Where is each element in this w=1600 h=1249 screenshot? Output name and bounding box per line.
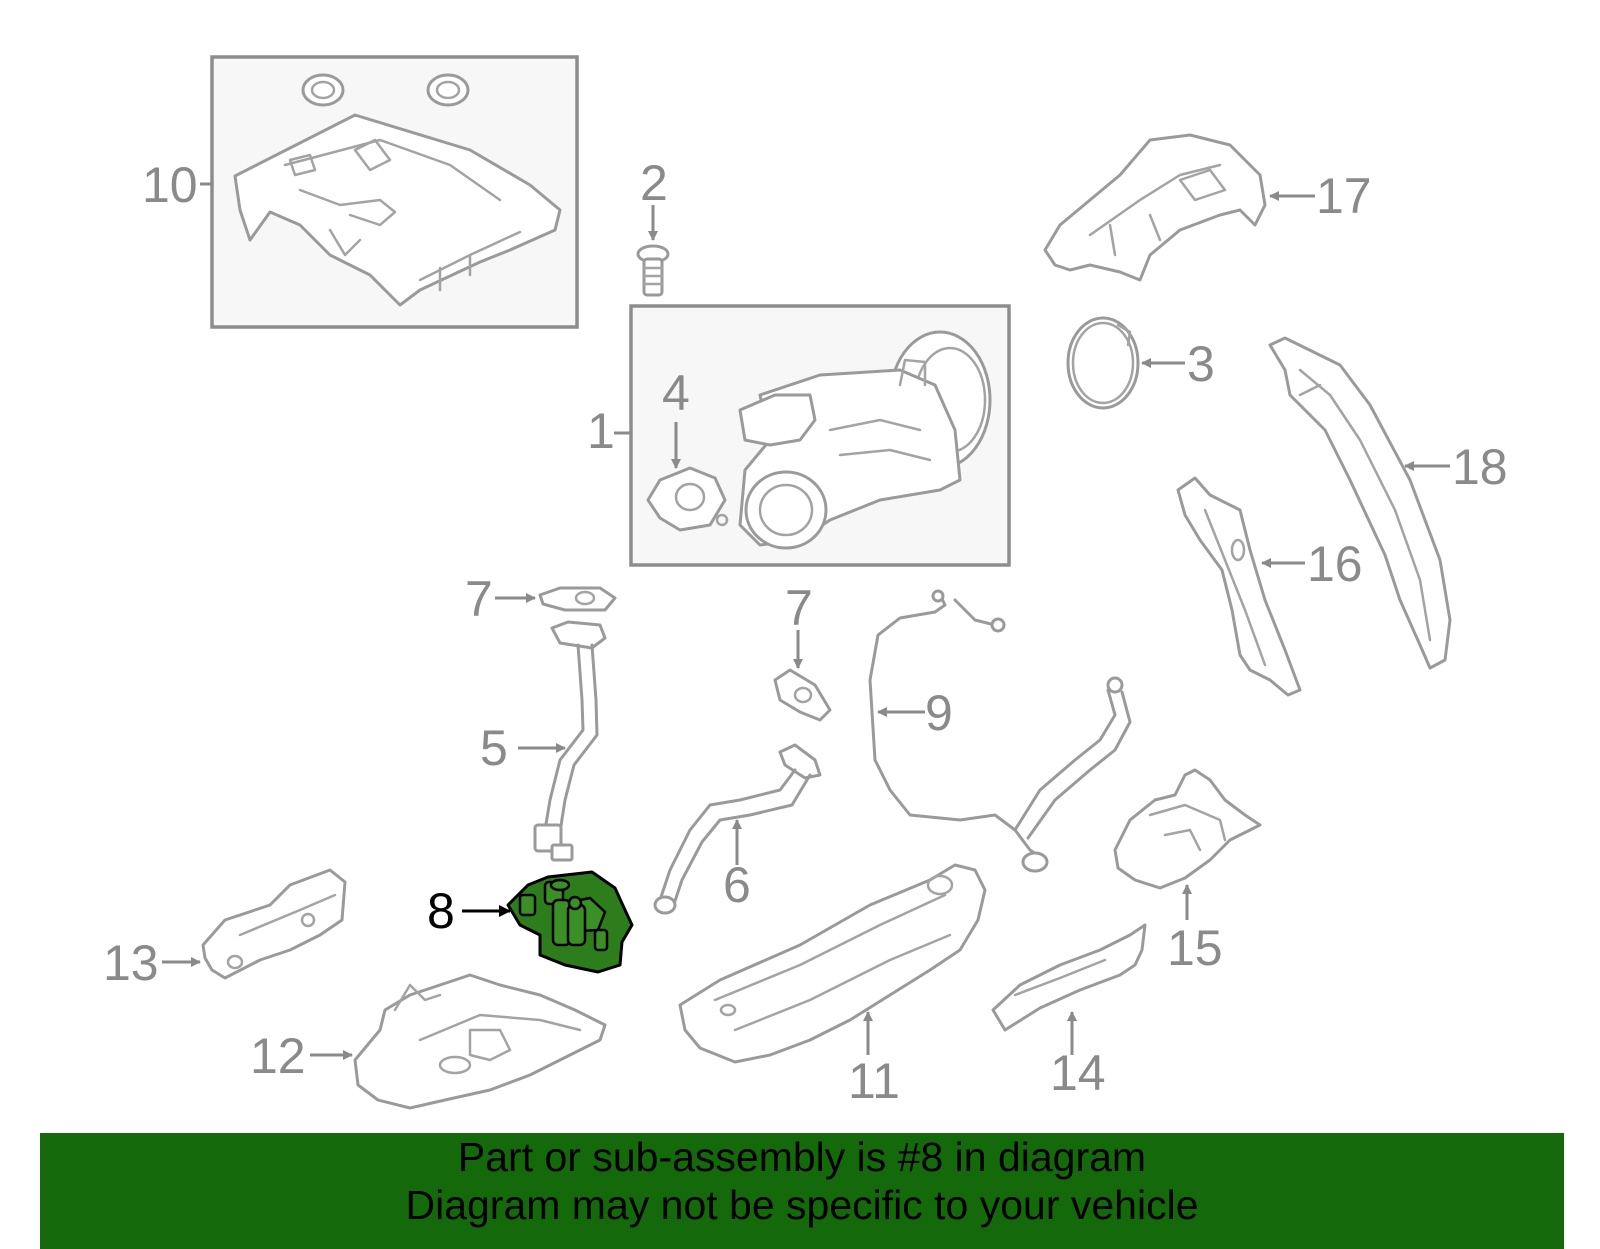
svg-text:10: 10 bbox=[142, 157, 198, 213]
svg-text:11: 11 bbox=[848, 1053, 900, 1109]
part-9-water-line[interactable] bbox=[868, 589, 1132, 873]
svg-text:15: 15 bbox=[1167, 920, 1223, 976]
part-6-coolant-line[interactable] bbox=[653, 743, 822, 915]
svg-text:7: 7 bbox=[465, 571, 493, 627]
part-2-bolt[interactable] bbox=[636, 244, 670, 297]
part-5-oil-line[interactable] bbox=[533, 620, 607, 862]
part-18-heat-shield[interactable] bbox=[1268, 336, 1452, 670]
svg-text:12: 12 bbox=[250, 1028, 306, 1084]
label-10: 10 bbox=[142, 157, 212, 213]
label-6: 6 bbox=[723, 819, 751, 913]
banner-line-2: Diagram may not be specific to your vehi… bbox=[405, 1182, 1199, 1228]
label-4: 4 bbox=[662, 365, 690, 469]
label-3: 3 bbox=[1141, 336, 1215, 392]
part-1-turbocharger[interactable] bbox=[629, 304, 1011, 567]
label-17: 17 bbox=[1269, 168, 1372, 224]
svg-text:16: 16 bbox=[1307, 536, 1363, 592]
part-3-clamp[interactable] bbox=[1066, 316, 1140, 410]
svg-text:6: 6 bbox=[723, 857, 751, 913]
part-14-heat-shield[interactable] bbox=[991, 923, 1147, 1032]
label-8: 8 bbox=[427, 883, 511, 939]
part-8-highlighted-bracket[interactable] bbox=[506, 870, 634, 974]
svg-text:2: 2 bbox=[640, 155, 668, 211]
label-1: 1 bbox=[587, 403, 631, 459]
label-14: 14 bbox=[1050, 1011, 1106, 1101]
label-12: 12 bbox=[250, 1028, 353, 1084]
label-7-right: 7 bbox=[785, 580, 813, 669]
part-15-heat-shield[interactable] bbox=[1113, 768, 1262, 890]
label-9: 9 bbox=[877, 685, 953, 741]
label-16: 16 bbox=[1261, 536, 1363, 592]
part-13-heat-shield[interactable] bbox=[201, 868, 347, 980]
label-7-left: 7 bbox=[465, 571, 536, 627]
info-banner: Part or sub-assembly is #8 in diagram Di… bbox=[40, 1133, 1564, 1249]
svg-text:5: 5 bbox=[480, 720, 508, 776]
label-15: 15 bbox=[1167, 884, 1223, 976]
label-5: 5 bbox=[480, 720, 566, 776]
part-7-gasket-left[interactable] bbox=[538, 586, 617, 612]
part-12-heat-shield[interactable] bbox=[353, 973, 607, 1110]
part-11-heat-shield[interactable] bbox=[678, 863, 987, 1064]
svg-text:7: 7 bbox=[785, 580, 813, 636]
part-7-gasket-right[interactable] bbox=[773, 668, 832, 722]
svg-text:1: 1 bbox=[587, 403, 615, 459]
svg-text:4: 4 bbox=[662, 365, 690, 421]
banner-line-1: Part or sub-assembly is #8 in diagram bbox=[457, 1134, 1147, 1180]
label-13: 13 bbox=[103, 935, 201, 991]
label-2: 2 bbox=[640, 155, 668, 241]
part-16-heat-shield[interactable] bbox=[1176, 476, 1302, 697]
label-11: 11 bbox=[848, 1011, 900, 1109]
svg-text:13: 13 bbox=[103, 935, 159, 991]
label-18: 18 bbox=[1404, 439, 1508, 495]
svg-text:8: 8 bbox=[427, 883, 455, 939]
part-17-heat-shield[interactable] bbox=[1043, 133, 1267, 282]
svg-text:17: 17 bbox=[1316, 168, 1372, 224]
part-10-engine-cover[interactable] bbox=[210, 55, 579, 329]
svg-text:14: 14 bbox=[1050, 1045, 1106, 1101]
svg-text:3: 3 bbox=[1187, 336, 1215, 392]
svg-text:18: 18 bbox=[1452, 439, 1508, 495]
svg-text:9: 9 bbox=[925, 685, 953, 741]
